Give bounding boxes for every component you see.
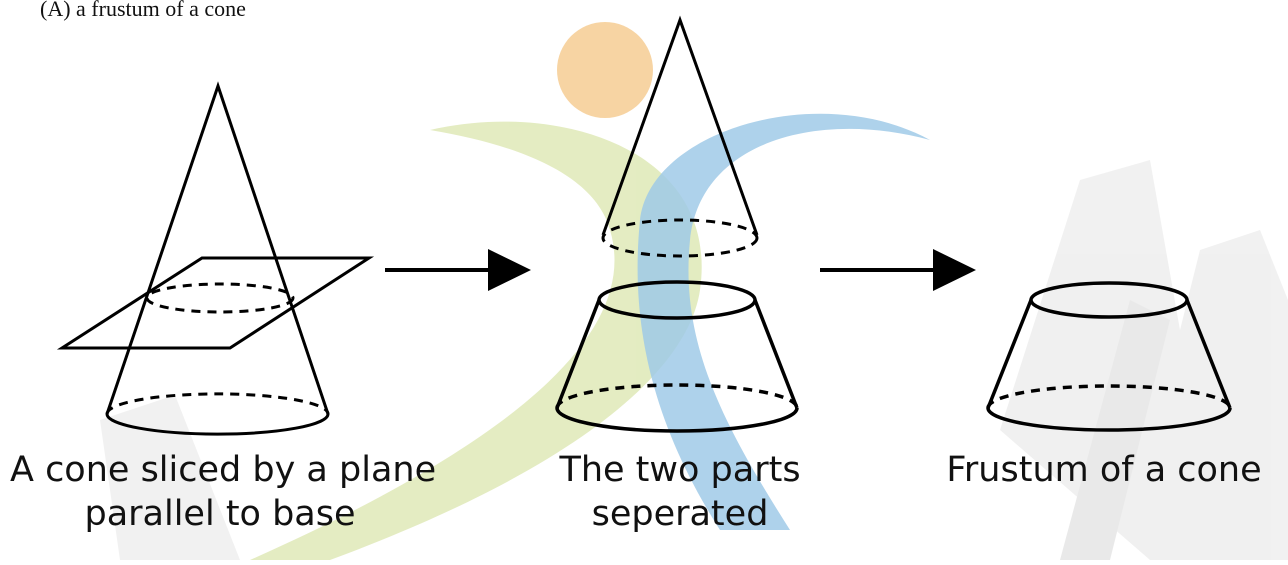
cone-sliced-by-plane [56, 81, 375, 436]
slicing-plane [56, 256, 375, 350]
arrow-right-icon [385, 249, 531, 291]
watermark-sun-shape [557, 22, 653, 118]
caption-step-2-line-2: seperated [591, 494, 769, 534]
watermark-green-swoosh [250, 121, 702, 560]
caption-step-1-line-1: A cone sliced by a plane [10, 450, 437, 490]
caption-step-3-line-1: Frustum of a cone [946, 450, 1262, 490]
slice-ellipse [145, 282, 295, 314]
watermark-blue-swoosh [637, 113, 930, 530]
caption-step-1: A cone sliced by a plane parallel to bas… [10, 448, 437, 536]
question-option-text: (A) a frustum of a cone [40, 0, 246, 21]
caption-step-2-line-1: The two parts [559, 450, 801, 490]
caption-step-3: Frustum of a cone [920, 448, 1288, 492]
frustum-of-cone [986, 281, 1232, 432]
caption-step-2: The two parts seperated [520, 448, 840, 536]
arrow-right-icon [820, 249, 976, 291]
caption-step-1-line-2: parallel to base [84, 494, 356, 534]
bottom-frustum-part [555, 280, 799, 433]
top-cone-part [601, 15, 759, 258]
